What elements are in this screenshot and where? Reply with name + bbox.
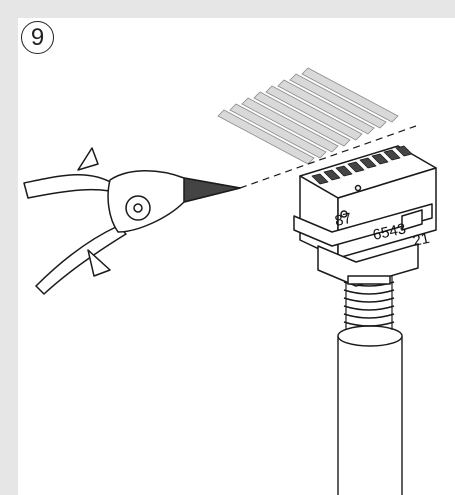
pliers-lower-handle [35, 225, 127, 295]
wire-4 [253, 91, 351, 147]
wire-8 [301, 67, 399, 123]
cable-sheath [337, 325, 403, 495]
cable-wires [217, 67, 399, 165]
step-number-badge: 9 [21, 21, 54, 54]
pin-label-6543: 6543 [371, 220, 407, 244]
wire-1 [217, 109, 315, 165]
diagonal-cutter-pliers [23, 147, 241, 295]
pin-label-87: 87 [333, 210, 353, 230]
wire-5 [265, 85, 363, 141]
pliers-upper-handle [23, 173, 123, 199]
wire-3 [241, 97, 339, 153]
connector-jack [293, 145, 437, 287]
wire-2 [229, 103, 327, 159]
wire-7 [289, 73, 387, 129]
assembly-illustration: 87 6543 21 [23, 67, 437, 495]
wire-6 [277, 79, 375, 135]
illustration-panel: 9 [18, 18, 455, 495]
pin-label-21: 21 [411, 230, 431, 250]
